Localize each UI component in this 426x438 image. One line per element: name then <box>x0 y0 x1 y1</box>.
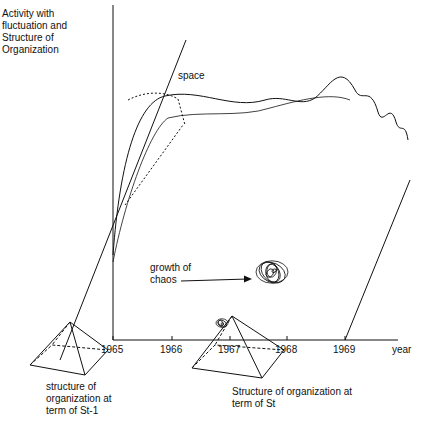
dotted-line <box>125 125 183 205</box>
x-axis <box>113 340 398 341</box>
activity-curve <box>113 77 408 255</box>
tick-label: 1967 <box>218 344 240 356</box>
tick-label: 1965 <box>101 344 123 356</box>
spiral-loop <box>221 322 224 325</box>
annotation: growth of chaos <box>150 262 198 286</box>
caption: Structure of organization at term of St <box>232 386 362 410</box>
axis-label: space <box>178 70 205 82</box>
spiral-loop <box>217 319 224 326</box>
spiral-loop <box>271 268 277 273</box>
tick-label: 1969 <box>333 344 355 356</box>
activity-curve-lower <box>113 97 350 262</box>
growth-arrow <box>181 279 248 281</box>
chaos-spirals <box>216 258 289 328</box>
space-axis <box>60 40 186 360</box>
spiral-loop <box>264 263 281 284</box>
tick-label: 1966 <box>160 344 182 356</box>
dotted-curve <box>128 93 185 125</box>
tick-label: 1968 <box>275 344 297 356</box>
pyramid-st <box>192 316 284 378</box>
pyramid-st-1 <box>30 322 108 375</box>
spiral-loop <box>256 258 289 287</box>
axis-title: Activity with fluctuation and Structure … <box>2 8 90 56</box>
caption: structure of organization at term of St-… <box>46 381 126 417</box>
end-face-line <box>345 180 410 340</box>
y-axis <box>113 5 114 340</box>
spiral-loop <box>257 258 284 286</box>
axis-label: year <box>392 344 411 356</box>
